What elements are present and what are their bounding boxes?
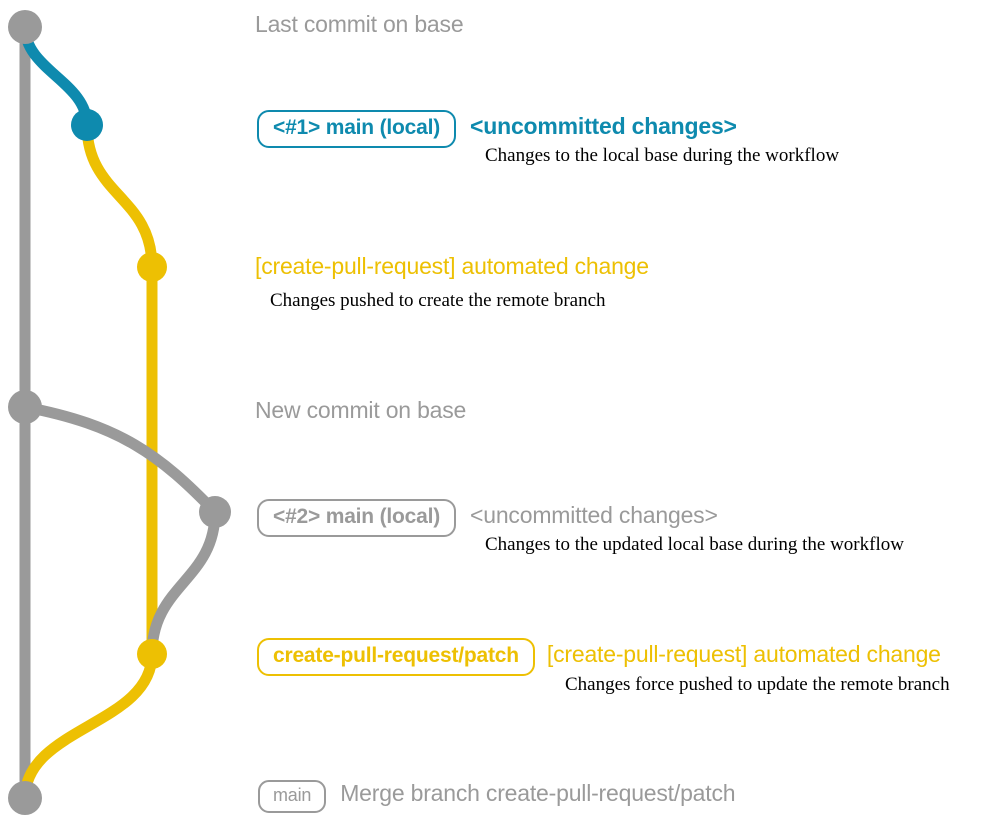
patch-merge-edge xyxy=(19,648,158,804)
commit-node-patch-1[interactable] xyxy=(137,252,167,282)
commit-message-merge-branch: Merge branch create-pull-request/patch xyxy=(340,780,736,806)
commit-message-new-commit-on-base: New commit on base xyxy=(255,397,467,423)
patch-branch-edge-1 xyxy=(81,119,158,273)
row-local-commit-two: <#2> main (local) <uncommitted changes> xyxy=(257,499,718,538)
branch-pill-main-local-2[interactable]: <#2> main (local) xyxy=(257,499,457,538)
commit-description-local-commit-two: Changes to the updated local base during… xyxy=(485,534,904,555)
row-patch-commit-one: [create-pull-request] automated change xyxy=(255,255,649,278)
commit-node-local-2[interactable] xyxy=(199,496,231,528)
updated-local-branch-edge xyxy=(19,401,221,518)
row-new-commit-on-base: New commit on base xyxy=(255,399,466,422)
commit-message-uncommitted-changes-1: <uncommitted changes> xyxy=(470,113,737,139)
commit-message-uncommitted-changes-2: <uncommitted changes> xyxy=(470,502,718,528)
row-last-commit-on-base: Last commit on base xyxy=(255,11,464,37)
updated-local-to-patch-edge xyxy=(146,506,221,660)
branch-pill-main[interactable]: main xyxy=(258,780,327,813)
commit-node-base-1[interactable] xyxy=(8,10,42,44)
commit-description-local-commit-one: Changes to the local base during the wor… xyxy=(485,145,840,166)
commit-message-last-commit-on-base: Last commit on base xyxy=(255,11,464,37)
commit-node-local-1[interactable] xyxy=(71,109,103,141)
commit-node-merge[interactable] xyxy=(8,781,42,815)
commit-message-automated-change-2: [create-pull-request] automated change xyxy=(546,641,941,667)
commit-message-automated-change-1: [create-pull-request] automated change xyxy=(255,253,649,279)
row-patch-commit-two: create-pull-request/patch [create-pull-r… xyxy=(257,638,941,677)
row-merge-commit: main Merge branch create-pull-request/pa… xyxy=(258,780,736,813)
commit-node-patch-2[interactable] xyxy=(137,639,167,669)
local-branch-edge-1 xyxy=(19,21,93,131)
row-local-commit-one: <#1> main (local) <uncommitted changes> xyxy=(257,110,737,149)
commit-description-patch-commit-one: Changes pushed to create the remote bran… xyxy=(270,290,606,311)
commit-description-patch-commit-two: Changes force pushed to update the remot… xyxy=(565,674,950,695)
branch-pill-main-local-1[interactable]: <#1> main (local) xyxy=(257,110,457,149)
commit-node-base-2[interactable] xyxy=(8,390,42,424)
branch-pill-create-pull-request-patch[interactable]: create-pull-request/patch xyxy=(257,638,535,677)
